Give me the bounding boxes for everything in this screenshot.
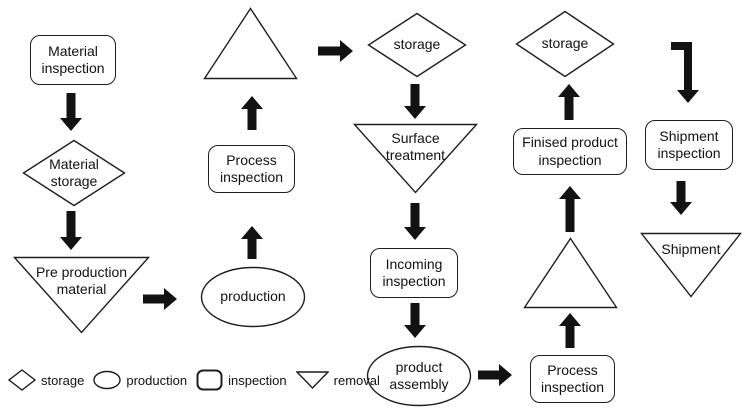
node-label: Process inspection xyxy=(219,151,284,185)
rounded-rect-shape xyxy=(208,145,295,193)
diamond-shape xyxy=(367,12,467,78)
node-product-assembly: product assembly xyxy=(366,345,472,407)
rounded-rect-shape xyxy=(513,128,627,175)
rounded-rect-shape xyxy=(645,120,733,170)
node-label: Incoming inspection xyxy=(382,255,446,289)
node-material-inspection: Material inspection xyxy=(30,35,116,85)
legend-triangle-down-icon xyxy=(295,371,329,389)
node-label: product assembly xyxy=(389,358,449,392)
node-material-storage: Material storage xyxy=(22,139,126,207)
rounded-rect-shape xyxy=(370,248,458,298)
node-finised-product-inspection: Finised product inspection xyxy=(513,128,627,175)
node-triangle-up-1 xyxy=(203,7,298,80)
diamond-shape xyxy=(22,139,126,207)
node-storage-right: storage xyxy=(515,10,615,78)
node-label: storage xyxy=(393,36,441,53)
legend-label-production: production xyxy=(126,372,188,388)
node-label: Shipment xyxy=(661,241,721,257)
node-label: production xyxy=(220,288,286,305)
legend-label-removal: removal xyxy=(333,372,380,388)
node-shipment: Shipment xyxy=(640,232,742,298)
rounded-rect-shape xyxy=(30,35,116,85)
legend-rounded-rect-icon xyxy=(196,369,223,391)
legend: storage production inspection removal xyxy=(8,365,384,395)
rounded-rect-shape xyxy=(530,355,615,403)
node-label: Material inspection xyxy=(41,42,105,76)
arrow-shipment-inspection-to-shipment xyxy=(670,181,692,215)
arrow-process-inspection-2-to-triangle-2 xyxy=(559,313,581,348)
node-incoming-inspection: Incoming inspection xyxy=(370,248,458,298)
ellipse-shape xyxy=(366,345,472,407)
node-label: Material storage xyxy=(49,155,99,189)
node-triangle-up-2 xyxy=(523,237,618,309)
arrow-triangle-2-to-finised-product-inspection xyxy=(559,186,581,232)
triangle-up-shape xyxy=(523,237,618,309)
triangle-down-shape xyxy=(640,232,742,298)
node-process-inspection-1: Process inspection xyxy=(208,145,295,193)
ellipse-shape xyxy=(200,266,306,328)
arrow-finised-product-inspection-to-storage-right xyxy=(558,84,580,120)
arrow-production-to-process-inspection-1 xyxy=(241,226,263,259)
arrow-elbow-to-shipment-inspection xyxy=(671,42,699,103)
legend-label-inspection: inspection xyxy=(228,372,287,388)
node-storage-mid: storage xyxy=(367,12,467,78)
diamond-shape xyxy=(515,10,615,78)
node-surface-treatment: Surface treatment xyxy=(353,123,478,194)
node-label: Surface treatment xyxy=(385,130,446,164)
arrow-material-inspection-to-material-storage xyxy=(60,93,82,131)
arrow-product-assembly-to-process-inspection-2 xyxy=(478,364,512,386)
node-label: Finised product inspection xyxy=(522,134,618,168)
arrow-incoming-inspection-to-product-assembly xyxy=(404,303,426,338)
node-process-inspection-2: Process inspection xyxy=(530,355,615,403)
arrow-process-inspection-1-to-triangle-1 xyxy=(241,96,263,130)
triangle-down-shape xyxy=(353,123,478,194)
arrow-surface-treatment-to-incoming-inspection xyxy=(404,203,426,240)
arrow-triangle-1-to-storage-mid xyxy=(318,40,353,62)
triangle-up-shape xyxy=(203,7,298,80)
node-shipment-inspection: Shipment inspection xyxy=(645,120,733,170)
node-label: Process inspection xyxy=(540,361,605,395)
node-production: production xyxy=(200,266,306,328)
arrow-material-storage-to-pre-production-material xyxy=(60,211,82,250)
node-label: storage xyxy=(541,35,589,52)
triangle-down-shape xyxy=(13,256,150,334)
arrow-pre-production-material-to-production xyxy=(143,288,177,310)
node-pre-production-material: Pre production material xyxy=(13,256,150,334)
arrow-storage-mid-to-surface-treatment xyxy=(404,84,426,119)
legend-ellipse-icon xyxy=(93,370,122,390)
node-label: Pre production material xyxy=(35,264,128,298)
legend-diamond-icon xyxy=(8,369,36,391)
node-label: Shipment inspection xyxy=(657,127,721,161)
legend-label-storage: storage xyxy=(41,372,85,388)
